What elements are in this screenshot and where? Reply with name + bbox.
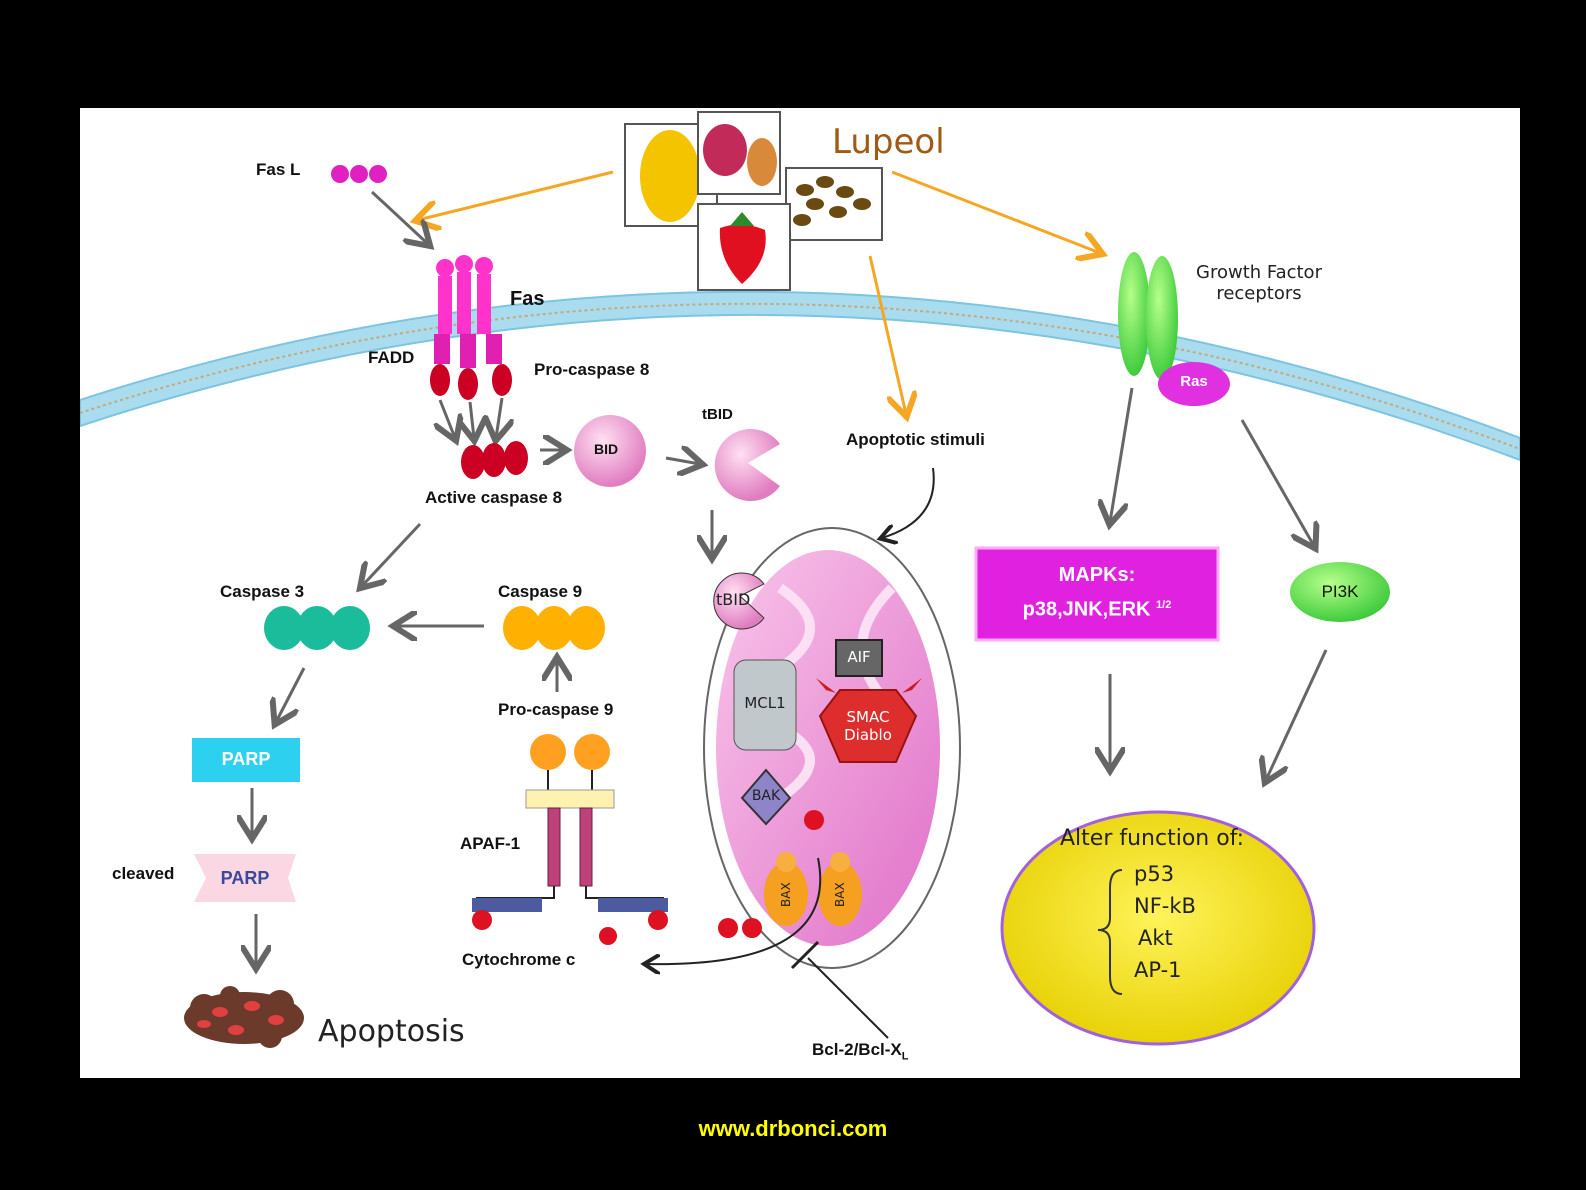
footer-url: www.drbonci.com xyxy=(698,1116,888,1141)
apoptotic-stimuli-label: Apoptotic stimuli xyxy=(846,430,985,449)
tbid-top-label: tBID xyxy=(702,406,733,423)
fadd-label: FADD xyxy=(368,348,415,367)
fas-l-label: Fas L xyxy=(256,160,301,179)
parp-box xyxy=(192,738,300,782)
pi3k-label: PI3K xyxy=(1321,582,1359,601)
bak-label: BAK xyxy=(751,788,781,804)
alter-item-ap1: AP-1 xyxy=(1134,958,1182,982)
cell-membrane-inner-line xyxy=(80,302,1520,450)
parp-label: PARP xyxy=(221,749,271,769)
apoptosis-label: Apoptosis xyxy=(318,1014,465,1049)
alter-function-list: p53 NF-kB Akt AP-1 xyxy=(1134,858,1196,986)
active-caspase-8-label: Active caspase 8 xyxy=(425,488,563,507)
bcl2-label: Bcl-2/Bcl-XL xyxy=(812,1040,909,1063)
alter-item-p53: p53 xyxy=(1134,862,1175,886)
caspase-9 xyxy=(503,606,605,650)
pro-caspase-8-group xyxy=(430,364,512,400)
cytochrome-c-label: Cytochrome c xyxy=(462,950,576,969)
fas-label: Fas xyxy=(510,288,545,310)
pi3k-ellipse xyxy=(1290,562,1390,622)
tbid-shape xyxy=(714,429,780,501)
mitochondrion xyxy=(703,527,961,969)
cleaved-parp-label: PARP xyxy=(220,868,270,888)
fruit-images xyxy=(624,111,883,291)
apaf1-label: APAF-1 xyxy=(460,834,521,853)
aif-label: AIF xyxy=(847,648,871,666)
pro-caspase-9-label: Pro-caspase 9 xyxy=(498,700,614,719)
bax-label-1: BAX xyxy=(779,882,793,907)
pathway-diagram xyxy=(80,111,1520,1048)
active-caspase-8 xyxy=(461,441,528,479)
alter-item-akt: Akt xyxy=(1138,926,1173,950)
mapks-box xyxy=(974,546,1220,642)
ras-ellipse xyxy=(1158,362,1230,406)
bid-label: BID xyxy=(594,441,619,457)
fas-ligand xyxy=(331,165,387,183)
cell-membrane xyxy=(80,290,1520,462)
apoptosis-cell xyxy=(184,986,304,1048)
mapks-label: MAPKs:p38,JNK,ERK 1/2 xyxy=(1022,564,1172,621)
tbid-mito-label: tBID xyxy=(716,590,751,609)
ras-label: Ras xyxy=(1180,373,1208,390)
pro-caspase-8-label: Pro-caspase 8 xyxy=(534,360,650,379)
mcl1-label: MCL1 xyxy=(744,694,786,712)
caspase-9-label: Caspase 9 xyxy=(498,582,583,601)
lupeol-title: Lupeol xyxy=(832,122,945,162)
alter-function-title: Alter function of: xyxy=(1060,826,1245,851)
diagram-panel: Lupeol Fas L Fas FADD Pro-caspase 8 Acti… xyxy=(80,108,1520,1078)
tbid-mito-shape xyxy=(713,572,765,630)
bax-label-2: BAX xyxy=(833,882,847,907)
alter-function-ellipse xyxy=(1000,810,1316,1046)
alter-item-nfkb: NF-kB xyxy=(1134,894,1196,918)
cleaved-parp-shape xyxy=(194,854,296,902)
cleaved-label: cleaved xyxy=(112,864,175,883)
bid-circle xyxy=(574,415,646,487)
caspase-3-label: Caspase 3 xyxy=(220,582,305,601)
fas-receptor xyxy=(434,255,502,368)
pro-caspase-9-apaf xyxy=(472,734,668,945)
caspase-3 xyxy=(264,606,370,650)
growth-factor-receptor xyxy=(1118,252,1178,380)
